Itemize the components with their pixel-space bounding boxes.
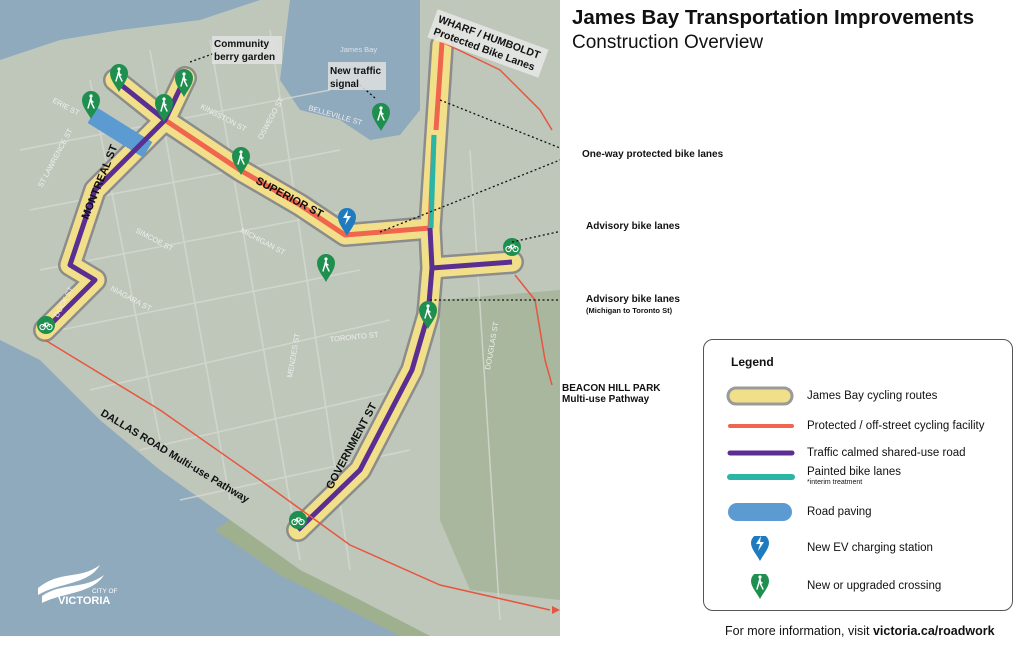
- legend-item-traffic-calmed: Traffic calmed shared-use road: [704, 441, 1014, 467]
- city-of-victoria-logo: CITY OF VICTORIA: [38, 565, 118, 607]
- logo-line2: VICTORIA: [58, 595, 110, 607]
- map-annotations: Community berry garden New traffic signa…: [212, 36, 386, 90]
- lightning-icon: [751, 536, 769, 561]
- footer: For more information, visit victoria.ca/…: [725, 624, 995, 638]
- page-subtitle: Construction Overview: [572, 32, 764, 53]
- callout-advisory-2-label: Advisory bike lanes: [586, 294, 680, 305]
- pedestrian-icon: [751, 574, 769, 599]
- logo-line1: CITY OF: [92, 588, 118, 595]
- protected-swatch: [728, 424, 794, 428]
- legend-item-crossing: New or upgraded crossing: [704, 574, 1014, 600]
- callout-beacon-hill: BEACON HILL PARK Multi-use Pathway: [562, 383, 661, 405]
- footer-prefix: For more information, visit: [725, 624, 873, 638]
- berry-garden-line1: Community: [214, 39, 269, 50]
- callout-advisory-2: Advisory bike lanes (Michigan to Toronto…: [586, 294, 680, 315]
- road-paving: [87, 107, 153, 158]
- callout-advisory-1: Advisory bike lanes: [586, 221, 680, 232]
- footer-link[interactable]: victoria.ca/roadwork: [872, 624, 995, 638]
- page-title: James Bay Transportation Improvements: [572, 6, 975, 29]
- multi-use-pathway: [44, 41, 553, 611]
- legend-label: James Bay cycling routes: [807, 390, 938, 402]
- street-grid: [19, 29, 501, 621]
- bike-icon[interactable]: [36, 315, 56, 335]
- legend-title: Legend: [731, 355, 774, 369]
- berry-garden-line2: berry garden: [214, 52, 275, 63]
- beacon-hill-line2: Multi-use Pathway: [562, 394, 650, 405]
- beacon-hill-line1: BEACON HILL PARK: [562, 383, 661, 394]
- map-area: MONTREAL ST SUPERIOR ST GOVERNMENT ST DA…: [0, 0, 560, 636]
- legend-label: New or upgraded crossing: [807, 580, 942, 592]
- painted-note: *interim treatment: [807, 479, 863, 486]
- dallas-arrowhead: [552, 606, 560, 614]
- park-green: [440, 290, 560, 600]
- callout-leaders: [189, 51, 560, 301]
- callout-advisory-2-sub: (Michigan to Toronto St): [586, 306, 673, 315]
- traffic-signal-line2: signal: [330, 79, 359, 90]
- legend-item-cycling-routes: James Bay cycling routes: [704, 384, 1014, 410]
- legend-item-paving: Road paving: [704, 500, 1014, 526]
- painted-label-text: Painted bike lanes: [807, 466, 901, 478]
- legend-item-ev: New EV charging station: [704, 536, 1014, 562]
- legend: Legend James Bay cycling routes Protecte…: [703, 339, 1013, 611]
- shore-green: [215, 520, 430, 636]
- area-label-james-bay: James Bay: [340, 45, 377, 54]
- legend-label: New EV charging station: [807, 542, 933, 554]
- bike-icon[interactable]: [288, 510, 308, 530]
- legend-item-protected: Protected / off-street cycling facility: [704, 414, 1014, 440]
- legend-label: Painted bike lanes *interim treatment: [807, 466, 901, 486]
- legend-label: Traffic calmed shared-use road: [807, 447, 966, 459]
- legend-item-painted: Painted bike lanes *interim treatment: [704, 465, 1014, 491]
- legend-label: Protected / off-street cycling facility: [807, 420, 985, 432]
- legend-label: Road paving: [807, 506, 872, 518]
- traffic-signal-line1: New traffic: [330, 66, 382, 77]
- paving-swatch: [728, 503, 792, 521]
- painted-swatch: [727, 474, 795, 480]
- painted-bike-lane: [428, 134, 437, 229]
- cycling-route-swatch: [726, 386, 794, 406]
- traffic-calmed-swatch: [727, 450, 795, 456]
- callout-one-way: One-way protected bike lanes: [582, 149, 724, 160]
